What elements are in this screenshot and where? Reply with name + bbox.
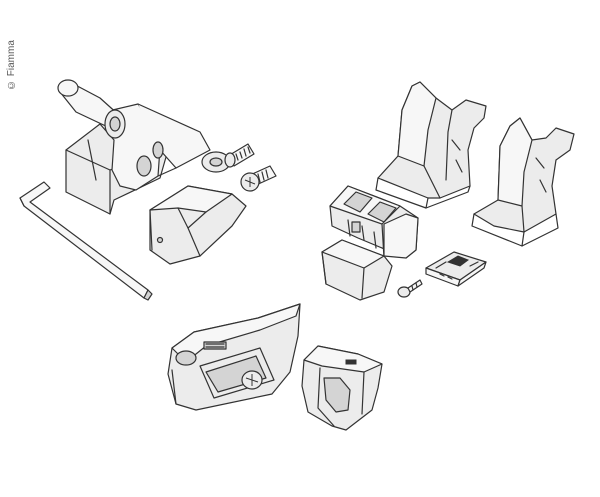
support-bracket-icon xyxy=(471,117,575,247)
end-cap-icon xyxy=(149,185,247,265)
support-bracket-icon xyxy=(375,81,487,209)
hinge-bracket-icon xyxy=(57,79,211,215)
bolt-icon xyxy=(224,143,255,168)
washer-icon xyxy=(201,151,231,173)
clip-plate-icon xyxy=(425,251,487,287)
cover-cap-icon xyxy=(321,239,393,301)
clamp-block-icon xyxy=(329,185,419,259)
lever-bracket-icon xyxy=(167,303,301,411)
screw-icon xyxy=(240,165,277,192)
screw-icon xyxy=(397,279,423,298)
u-clip-icon xyxy=(301,345,383,431)
allen-key-icon xyxy=(19,181,153,301)
copyright-notice: © Fiamma xyxy=(6,40,17,90)
